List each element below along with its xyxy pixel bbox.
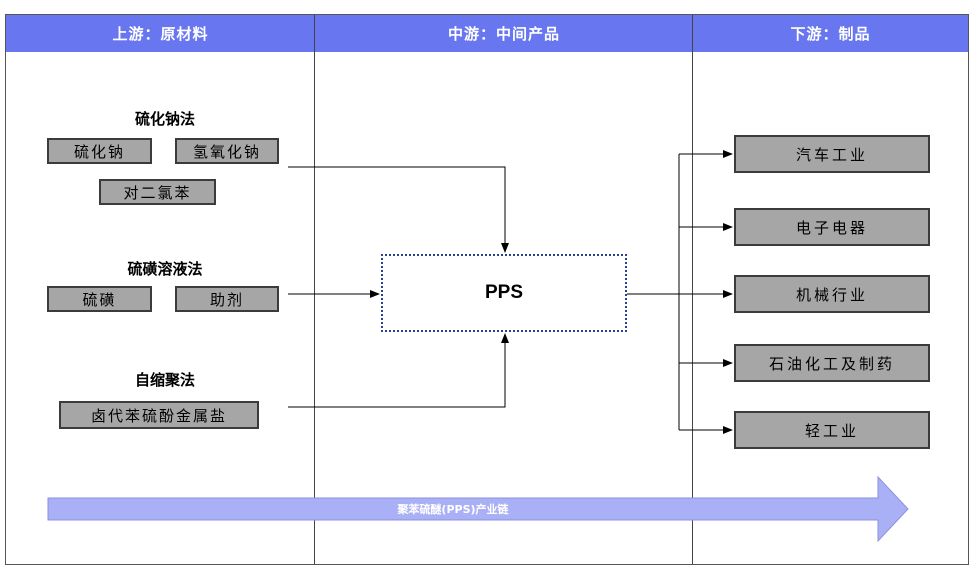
downstream-header: 下游：制品: [693, 15, 968, 52]
product-light-industry: 轻工业: [734, 411, 930, 449]
material-p-dichlorobenzene: 对二氯苯: [99, 179, 216, 205]
material-sodium-hydroxide: 氢氧化钠: [175, 138, 279, 164]
link-self-polycondensation-method: [288, 333, 509, 408]
chain-arrow: [47, 475, 909, 543]
material-additive: 助剂: [175, 286, 279, 312]
product-machinery: 机械行业: [734, 275, 930, 313]
product-electronics: 电子电器: [734, 208, 930, 246]
method-title-self-polycondensation: 自缩聚法: [134, 371, 195, 389]
chain-label: 聚苯硫醚(PPS)产业链: [397, 503, 509, 516]
product-petrochemical-pharma: 石油化工及制药: [734, 344, 930, 382]
product-automotive: 汽车工业: [734, 135, 930, 173]
material-sulfur: 硫磺: [47, 286, 152, 312]
midstream-header: 中游：中间产品: [315, 15, 693, 52]
diagram-frame: [5, 14, 969, 565]
method-title-sulfur-solution: 硫磺溶液法: [127, 260, 203, 278]
method-title-sodium-sulfide: 硫化钠法: [134, 110, 195, 128]
upstream-header: 上游：原材料: [6, 15, 315, 52]
link-sodium-sulfide-method: [288, 166, 509, 253]
column-divider-left: [314, 15, 315, 564]
pps-box: PPS: [381, 254, 627, 332]
material-sodium-sulfide: 硫化钠: [47, 138, 152, 164]
column-divider-right: [692, 15, 693, 564]
material-halothiophenol-salt: 卤代苯硫酚金属盐: [59, 401, 259, 429]
